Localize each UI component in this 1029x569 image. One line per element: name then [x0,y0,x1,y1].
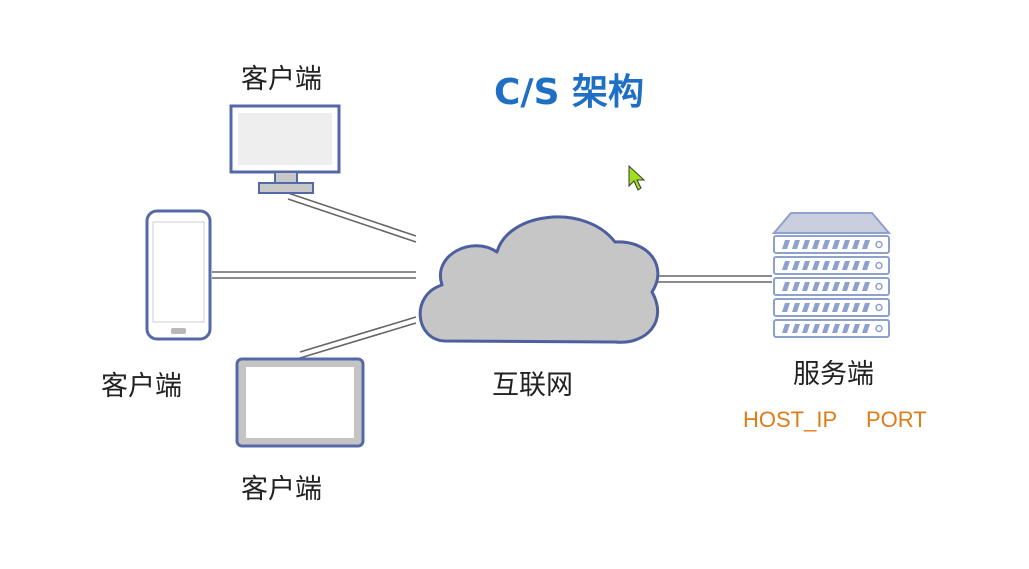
mouse-cursor-icon [628,164,646,191]
desktop-client-label: 客户端 [241,64,322,95]
server-host-ip: HOST_IP [743,407,838,432]
server-rack-unit [773,256,890,275]
server-rack-unit [773,298,890,317]
desktop-monitor-icon [229,104,341,194]
server-label: 服务端 [793,359,874,390]
link-tablet-to-internet [299,316,417,359]
cloud-icon [418,215,660,344]
internet-label: 互联网 [492,370,573,401]
tablet-client-label: 客户端 [241,474,322,505]
server-rack-unit [773,277,890,296]
server-rack-unit [773,235,890,254]
diagram-title: C/S 架构 [494,72,645,113]
server-rack-unit [773,319,890,338]
link-desktop-to-internet [287,192,417,243]
smartphone-icon [145,209,212,341]
phone-client-label: 客户端 [101,371,182,402]
link-phone-to-internet [212,271,416,279]
server-port: PORT [866,407,927,432]
link-internet-to-server [657,275,772,283]
server-rack-icon [771,212,892,338]
tablet-icon [235,357,365,448]
